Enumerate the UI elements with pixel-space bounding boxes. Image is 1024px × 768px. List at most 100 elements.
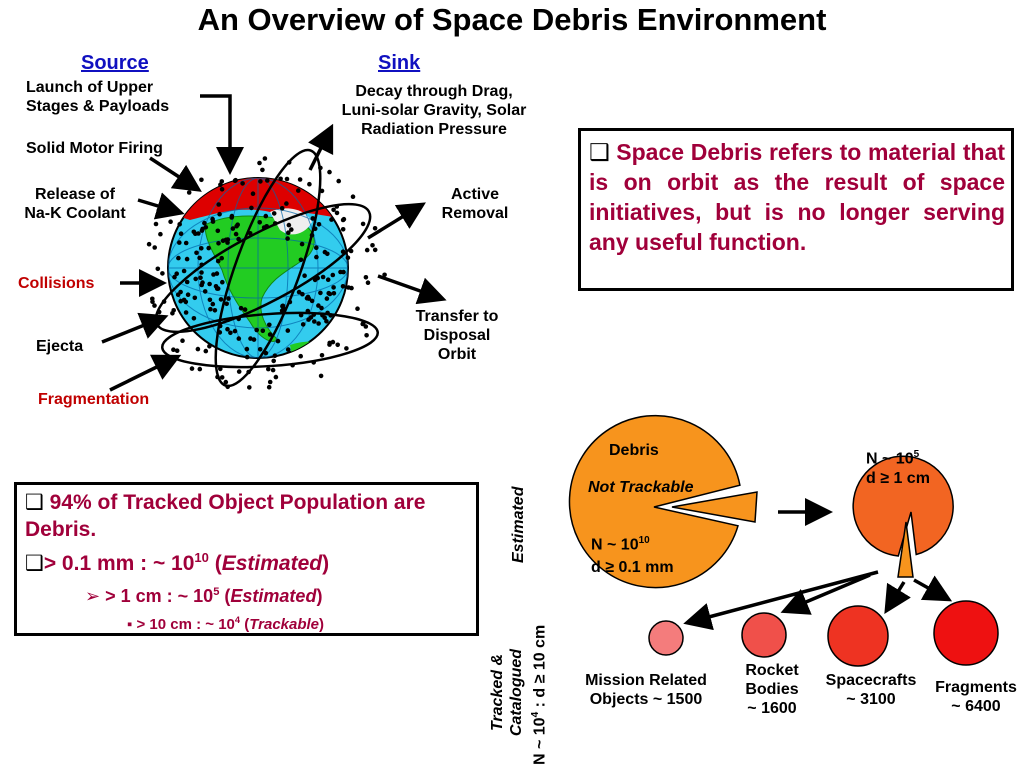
debris-dot	[287, 299, 293, 305]
circle-spacecrafts	[827, 605, 889, 667]
debris-dot	[189, 366, 195, 371]
debris-dot	[152, 303, 157, 308]
debris-dot	[183, 240, 189, 246]
debris-dot	[218, 297, 224, 302]
debris-dot	[272, 221, 278, 226]
debris-dot	[318, 165, 323, 171]
debris-dot	[270, 367, 276, 373]
debris-dot	[191, 316, 197, 321]
debris-dot	[246, 369, 251, 375]
debris-dot	[186, 190, 192, 195]
debris-dot	[202, 220, 207, 226]
debris-dot	[302, 273, 307, 279]
debris-dot	[286, 230, 291, 235]
stats-box: ❑ 94% of Tracked Object Population are D…	[14, 482, 479, 636]
debris-dot	[156, 309, 162, 315]
debris-dot	[247, 385, 252, 390]
label-decay: Decay through Drag,Luni-solar Gravity, S…	[341, 83, 527, 138]
label-tracked-catalogued: Tracked &Catalogued	[489, 648, 525, 737]
debris-dot	[324, 319, 329, 324]
stats-line-2: ❑> 0.1 mm : ~ 1010 (Estimated)	[25, 550, 330, 575]
debris-dot	[247, 231, 253, 236]
debris-dot	[363, 324, 369, 329]
arrow-bullet-icon: ➢	[85, 586, 101, 606]
debris-dot	[348, 248, 354, 254]
debris-dot	[210, 216, 215, 222]
debris-dot	[272, 353, 278, 359]
debris-dot	[263, 350, 269, 356]
debris-dot	[171, 347, 176, 353]
debris-dot	[305, 294, 311, 300]
debris-dot	[199, 177, 204, 183]
debris-dot	[150, 296, 155, 302]
label-fragmentation: Fragmentation	[38, 391, 150, 408]
arrow-to-rocket	[780, 573, 871, 615]
debris-dot	[263, 213, 269, 219]
arrow-launch	[200, 94, 244, 175]
debris-dot	[275, 338, 281, 344]
debris-dot	[202, 289, 208, 294]
debris-dot	[257, 220, 263, 225]
debris-dot	[257, 160, 262, 166]
debris-dot	[178, 298, 183, 304]
debris-dot	[180, 338, 185, 344]
debris-dot	[217, 211, 222, 217]
debris-dot	[334, 204, 340, 209]
circle-mission-related	[648, 620, 684, 656]
debris-dot	[267, 322, 272, 328]
debris-dot	[224, 301, 229, 307]
debris-dot	[191, 229, 197, 235]
source-arrows	[101, 94, 244, 392]
debris-dot	[203, 225, 209, 230]
debris-dot	[198, 275, 203, 281]
debris-dot	[322, 249, 328, 255]
debris-dot	[232, 178, 238, 183]
debris-dot	[340, 284, 346, 289]
pie-large-n: N ~ 1010	[591, 535, 650, 554]
debris-dot	[212, 308, 218, 313]
debris-dot	[322, 315, 328, 321]
debris-dot	[225, 384, 230, 390]
debris-dot	[219, 187, 225, 192]
debris-dot	[364, 333, 369, 338]
debris-dot	[199, 262, 204, 268]
chart-arrows	[683, 498, 953, 631]
debris-dot	[338, 269, 343, 275]
label-fragments: Fragments~ 6400	[935, 679, 1017, 715]
debris-dot	[236, 369, 242, 374]
label-estimated: Estimated	[510, 486, 527, 563]
label-solid-motor: Solid Motor Firing	[26, 140, 163, 157]
debris-dot	[310, 216, 316, 221]
debris-dot	[306, 317, 311, 322]
debris-dot	[178, 231, 184, 236]
definition-box: ❑ Space Debris refers to material that i…	[578, 128, 1014, 291]
debris-dot	[232, 328, 238, 334]
debris-dot	[244, 354, 250, 360]
debris-dot	[177, 240, 182, 245]
debris-dot	[153, 221, 159, 227]
debris-dot	[266, 384, 272, 390]
circle-rocket-bodies	[741, 612, 787, 658]
debris-dot	[331, 285, 336, 290]
debris-dot	[260, 167, 265, 173]
debris-dot	[331, 207, 336, 213]
debris-dot	[262, 156, 268, 161]
debris-dot	[320, 274, 326, 280]
stats-line-4: ▪ > 10 cm : ~ 104 (Trackable)	[127, 615, 325, 633]
debris-dot	[184, 279, 190, 285]
bullet-box-icon: ❑	[25, 552, 44, 575]
debris-dot	[207, 281, 212, 287]
debris-dot	[284, 176, 290, 182]
debris-dot	[228, 330, 233, 336]
debris-dot	[311, 360, 317, 365]
debris-dot	[328, 313, 334, 318]
bullet-box-icon: ❑	[589, 139, 610, 165]
debris-dot	[197, 255, 202, 261]
debris-dot	[238, 305, 244, 311]
debris-dot	[364, 247, 370, 253]
debris-dot	[326, 290, 332, 296]
debris-dot	[219, 255, 224, 261]
